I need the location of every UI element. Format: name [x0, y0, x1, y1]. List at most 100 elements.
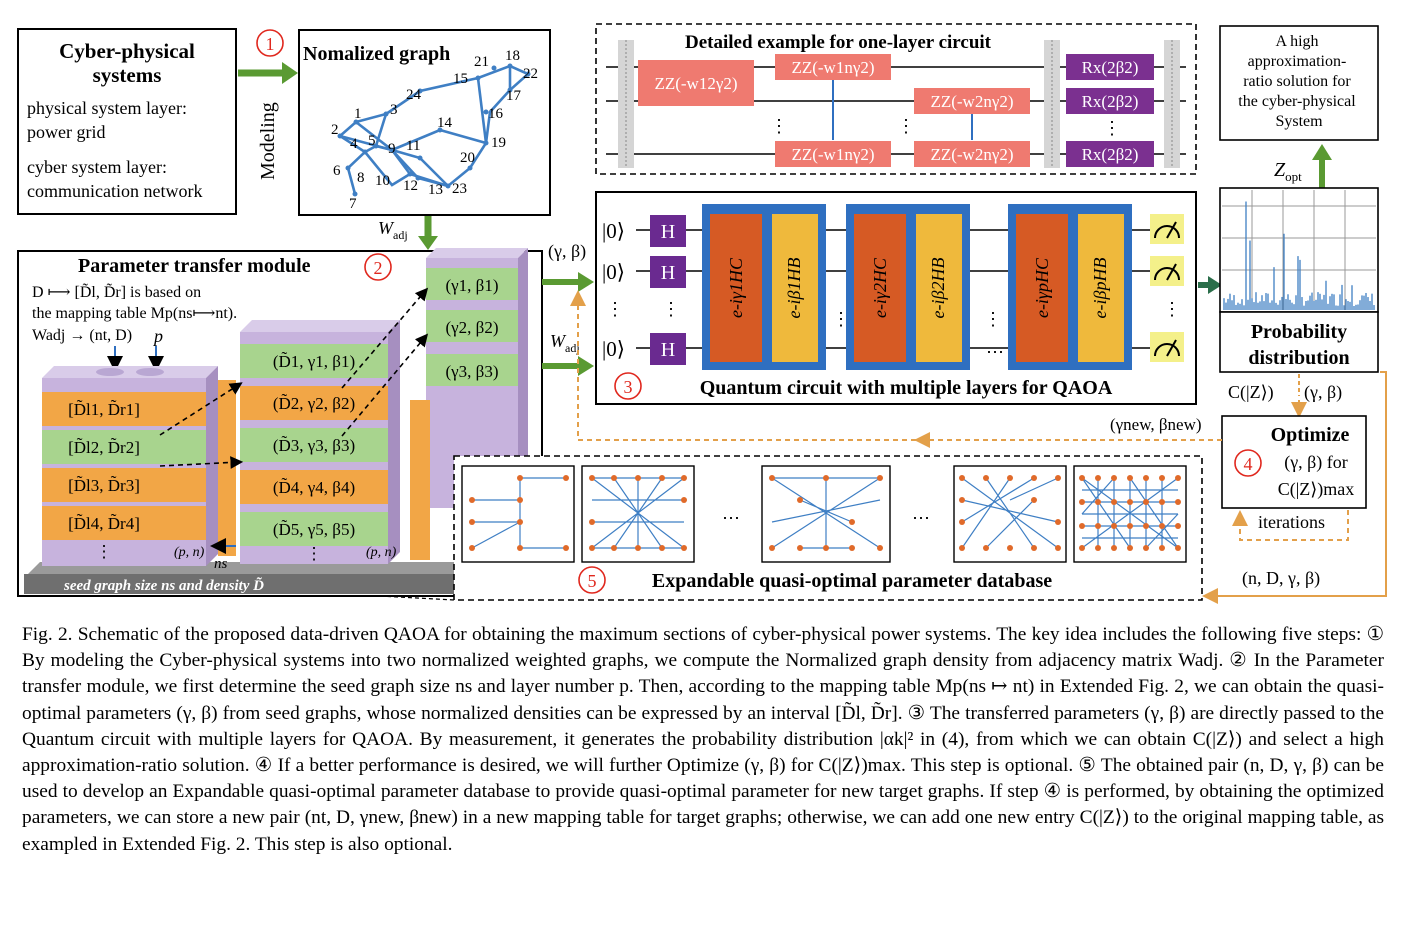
optimize-title: Optimize [1271, 424, 1350, 446]
svg-text:20: 20 [460, 150, 475, 166]
modeling-label: Modeling [257, 102, 279, 180]
svg-text:2: 2 [331, 122, 339, 138]
zz-gate-2n-bottom: ZZ(-w2nγ2) [930, 145, 1013, 164]
svg-text:2: 2 [374, 258, 383, 278]
mid-stack-pn: (p, n) [366, 545, 397, 560]
ptm-base-label: seed graph size ns and density D̃ [63, 576, 264, 594]
left-stack-3: [D̃l3, D̃r3] [68, 476, 140, 495]
ptm-line2: the mapping table Mp(ns⟼nt). [32, 305, 237, 322]
rx-gate-1: Rx(2β2) [1082, 58, 1139, 77]
svg-text:⋮: ⋮ [897, 116, 915, 136]
schematic-diagram: Cyber-physical systems physical system l… [17, 23, 1387, 604]
mid-stack-5: (D̃5, γ5, β5) [273, 520, 355, 539]
svg-text:⋮: ⋮ [1103, 118, 1121, 138]
cps-title-1: Cyber-physical [59, 39, 195, 63]
rx-gate-n: Rx(2β2) [1082, 145, 1139, 164]
figure-caption: Fig. 2. Schematic of the proposed data-d… [22, 622, 1384, 858]
svg-text:14: 14 [437, 115, 453, 131]
cps-cyber-2: communication network [27, 181, 202, 201]
db-ellipsis-2: ⋯ [912, 508, 930, 528]
svg-text:9: 9 [388, 141, 396, 157]
mixer-op-2: e-iβ2HB [928, 258, 948, 319]
svg-text:4: 4 [350, 136, 358, 152]
svg-text:A high approximation-: A high approximation- ratio solution for… [1238, 33, 1359, 130]
caption-text: Fig. 2. Schematic of the proposed data-d… [22, 624, 1384, 855]
ket-n: |0⟩ [602, 337, 625, 361]
ket-1: |0⟩ [602, 219, 625, 243]
left-stack-4: [D̃l4, D̃r4] [68, 514, 140, 533]
h-gate-1: H [661, 221, 675, 243]
svg-text:24: 24 [406, 87, 422, 103]
svg-text:10: 10 [375, 173, 390, 189]
step-1-badge: 1 [256, 29, 284, 57]
w-adj-label-2: Wadj [550, 331, 580, 355]
mid-stack-1: (D̃1, γ1, β1) [273, 352, 355, 371]
svg-text:13: 13 [428, 182, 443, 198]
zz-gate-2n-top: ZZ(-w2nγ2) [930, 92, 1013, 111]
step-3-badge [614, 372, 642, 400]
n-d-params-label: (n, D, γ, β) [1242, 568, 1320, 589]
graph-nodes [337, 63, 531, 197]
gamma-beta-label-2: (γ, β) [1304, 382, 1342, 403]
cost-op-p: e-iγpHC [1032, 257, 1052, 318]
svg-text:⋮: ⋮ [984, 309, 1002, 329]
svg-text:17: 17 [506, 88, 522, 104]
svg-text:5: 5 [368, 133, 376, 149]
gamma-beta-label-1: (γ, β) [548, 241, 586, 262]
ptm-p: p [152, 326, 163, 346]
ptm-line1: D ⟼ [D̃l, D̃r] is based on [32, 283, 201, 301]
ptm-title: Parameter transfer module [78, 255, 311, 277]
optimize-line2: (γ, β) for [1284, 452, 1348, 473]
one-layer-circuit-detail: Detailed example for one-layer circuit Z… [595, 23, 1197, 175]
svg-text:22: 22 [523, 66, 538, 82]
iterations-label: iterations [1258, 512, 1325, 532]
left-stack-pn: (p, n) [174, 545, 205, 560]
optimize-line3: C(|Z⟩)max [1278, 479, 1355, 500]
ptm-line3: Wadj → (nt, D) [32, 327, 132, 344]
cps-title-2: systems [93, 63, 162, 87]
normalized-graph-box: Nomalized graph 1 2 [298, 29, 551, 216]
mid-stack-more: ⋮ [306, 544, 323, 563]
layers-ellipsis: ⋯ [986, 342, 1004, 362]
right-stack-2: (γ2, β2) [446, 318, 499, 337]
svg-text:11: 11 [406, 138, 420, 154]
z-opt-label: Zopt [1274, 159, 1302, 184]
mixer-op-1: e-iβ1HB [784, 258, 804, 319]
svg-text:⋮: ⋮ [832, 309, 850, 329]
step-4-badge [1234, 449, 1262, 477]
right-stack-3: (γ3, β3) [446, 362, 499, 381]
ket-2: |0⟩ [602, 260, 625, 284]
zz-gate-1n-top: ZZ(-w1nγ2) [791, 58, 874, 77]
svg-text:7: 7 [349, 196, 357, 212]
cps-cyber-1: cyber system layer: [27, 157, 167, 177]
mid-stack-4: (D̃4, γ4, β4) [273, 478, 355, 497]
svg-text:12: 12 [403, 178, 418, 194]
right-stack-1: (γ1, β1) [446, 276, 499, 295]
qaoa-circuit: |0⟩ |0⟩ ⋮ |0⟩ H H ⋮ H e-iγ1HC e-iβ1HB ⋮ … [595, 191, 1197, 405]
svg-text:Probability: Probability [1251, 321, 1347, 343]
cost-op-1: e-iγ1HC [726, 257, 746, 318]
ptm-base [24, 574, 534, 594]
db-ellipsis-1: ⋯ [722, 508, 740, 528]
parameter-database: ⋯ ⋯ 5 Expandable quasi-optimal parameter… [453, 455, 1203, 601]
left-stack-2: [D̃l2, D̃r2] [68, 438, 140, 457]
svg-text:distribution: distribution [1248, 347, 1349, 369]
svg-text:18: 18 [505, 48, 520, 64]
solution-box: A high approximation- ratio solution for… [1219, 25, 1379, 141]
svg-text:⋮: ⋮ [606, 299, 624, 319]
rx-gate-2: Rx(2β2) [1082, 92, 1139, 111]
middle-stack: (D̃1, γ1, β1) (D̃2, γ2, β2) (D̃3, γ3, β3… [240, 320, 400, 564]
zz-gate-1n-bottom: ZZ(-w1nγ2) [791, 145, 874, 164]
w-adj-label-1: Wadj [378, 218, 408, 242]
mixer-op-p: e-iβpHB [1090, 258, 1110, 319]
ptm-ns: ns [214, 556, 228, 572]
qaoa-title: Quantum circuit with multiple layers for… [700, 377, 1113, 399]
svg-text:16: 16 [488, 106, 504, 122]
svg-text:21: 21 [474, 54, 489, 70]
mid-stack-3: (D̃3, γ3, β3) [273, 436, 355, 455]
detail-title: Detailed example for one-layer circuit [685, 32, 992, 53]
svg-text:3: 3 [624, 377, 633, 397]
database-title: Expandable quasi-optimal parameter datab… [652, 570, 1052, 592]
zz-gate-12: ZZ(-w12γ2) [654, 74, 737, 93]
left-stack-more: ⋮ [96, 542, 113, 561]
